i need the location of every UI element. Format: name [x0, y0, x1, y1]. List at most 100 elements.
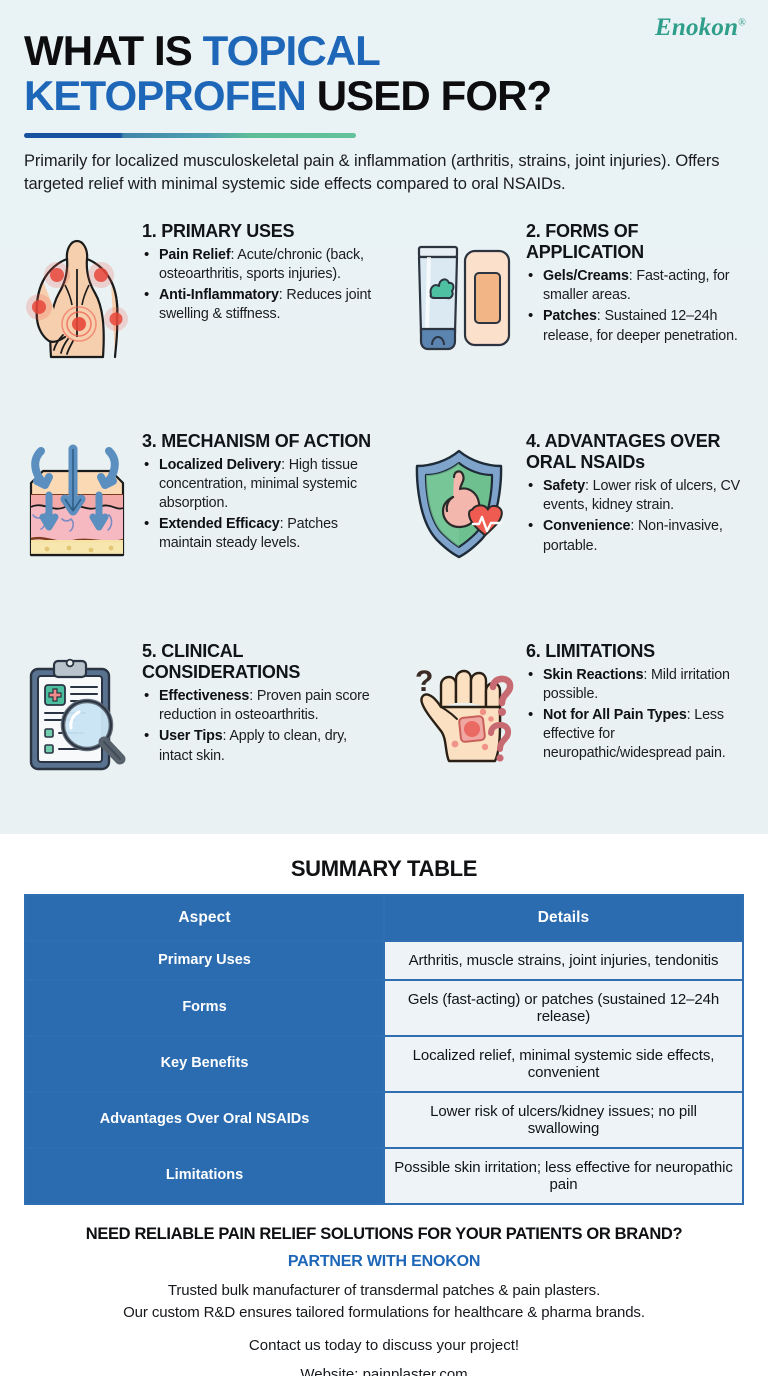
cell-details: Lower risk of ulcers/kidney issues; no p… [384, 1092, 743, 1149]
svg-text:?: ? [415, 665, 433, 698]
bullet-term: Convenience [543, 518, 631, 535]
card-bullet: Gels/Creams: Fast-acting, for smaller ar… [528, 266, 758, 305]
gel-tube-and-patch-icon [402, 219, 520, 359]
enokon-logo: Enokon® [655, 14, 746, 42]
card-forms-of-application: 2. FORMS OF APPLICATION Gels/Creams: Fas… [384, 213, 768, 423]
card-heading: 2. FORMS OF APPLICATION [526, 220, 644, 262]
bullet-text: : Proven pain score reduction in osteoar… [159, 688, 370, 724]
summary-table: Aspect Details Primary Uses Arthritis, m… [24, 893, 744, 1206]
title-part-accent-2: KETOPROFEN [24, 72, 307, 120]
card-primary-uses: 1. PRIMARY USES Pain Relief: Acute/chron… [0, 213, 384, 423]
bullet-text: : Less effective for neuropathic/widespr… [543, 707, 726, 762]
card-bullet: Pain Relief: Acute/chronic (back, osteoa… [144, 245, 374, 284]
card-heading: 3. MECHANISM OF ACTION [142, 430, 371, 451]
cta-subhead: PARTNER WITH ENOKON [287, 1253, 481, 1271]
cell-aspect: Key Benefits [25, 1036, 384, 1093]
table-row: Advantages Over Oral NSAIDs Lower risk o… [25, 1092, 743, 1149]
title-part-plain-2: USED FOR? [305, 72, 552, 120]
back-pain-body-icon [18, 219, 136, 359]
bullet-term: Not for All Pain Types [543, 707, 687, 724]
card-mechanism-of-action: 3. MECHANISM OF ACTION Localized Deliver… [0, 423, 384, 633]
cta-headline: NEED RELIABLE PAIN RELIEF SOLUTIONS FOR … [85, 1225, 683, 1244]
bullet-term: Localized Delivery [159, 456, 282, 473]
bullet-term: Extended Efficacy [159, 516, 280, 533]
bullet-text: : Fast-acting, for smaller areas. [543, 268, 730, 304]
card-bullet-list: Localized Delivery: High tissue concentr… [142, 455, 374, 554]
card-bullet: Patches: Sustained 12–24h release, for d… [528, 306, 758, 345]
card-heading: 1. PRIMARY USES [142, 220, 295, 241]
bullet-text: : Mild irritation possible. [543, 666, 730, 702]
bullet-text: : Non-invasive, portable. [543, 518, 723, 554]
cta-line-1: Trusted bulk manufacturer of transdermal… [167, 1282, 601, 1300]
card-bullet: Not for All Pain Types: Less effective f… [528, 705, 758, 763]
card-bullet: Skin Reactions: Mild irritation possible… [528, 665, 758, 704]
card-bullet-list: Skin Reactions: Mild irritation possible… [526, 665, 758, 764]
table-body: Primary Uses Arthritis, muscle strains, … [25, 940, 743, 1205]
cta-block: NEED RELIABLE PAIN RELIEF SOLUTIONS FOR … [24, 1225, 744, 1376]
bullet-term: Safety [543, 478, 586, 495]
bullet-term: Gels/Creams [543, 268, 629, 285]
bullet-term: Patches [543, 308, 597, 325]
card-bullet-list: Gels/Creams: Fast-acting, for smaller ar… [526, 266, 758, 346]
card-bullet: Localized Delivery: High tissue concentr… [144, 455, 374, 513]
cell-details: Arthritis, muscle strains, joint injurie… [384, 940, 743, 981]
cell-aspect: Forms [25, 980, 384, 1037]
title-line-2: KETOPROFEN USED FOR? [24, 72, 552, 120]
card-clinical-considerations: 5. CLINICAL CONSIDERATIONS Effectiveness… [0, 633, 384, 828]
hand-rash-question-icon: ? [402, 639, 520, 779]
bullet-term: Effectiveness [159, 688, 250, 705]
card-limitations: ? 6. LIMITATIONS Skin Reactions: Mild ir… [384, 633, 768, 828]
card-heading: 5. CLINICAL CONSIDERATIONS [142, 640, 301, 682]
card-body: 2. FORMS OF APPLICATION Gels/Creams: Fas… [520, 219, 758, 348]
table-row: Primary Uses Arthritis, muscle strains, … [25, 940, 743, 981]
card-bullet-list: Safety: Lower risk of ulcers, CV events,… [526, 476, 758, 556]
bullet-term: User Tips [159, 728, 223, 745]
column-header-aspect: Aspect [25, 894, 384, 941]
header-and-cards-section: Enokon® WHAT IS TOPICAL KETOPROFEN USED … [0, 0, 768, 834]
cell-aspect: Advantages Over Oral NSAIDs [25, 1092, 384, 1149]
bullet-text: : Lower risk of ulcers, CV events, kidne… [543, 478, 741, 514]
title-part-accent-1: TOPICAL [202, 27, 381, 74]
summary-table-title: SUMMARY TABLE [290, 855, 478, 881]
card-heading: 4. ADVANTAGES OVER ORAL NSAIDs [526, 430, 721, 472]
card-bullet: Effectiveness: Proven pain score reducti… [144, 686, 374, 725]
brand-name: Enokon [655, 14, 739, 41]
cta-line-2: Our custom R&D ensures tailored formulat… [123, 1303, 645, 1321]
clipboard-magnifier-icon [18, 639, 136, 779]
summary-and-cta-section: SUMMARY TABLE Aspect Details Primary Use… [0, 833, 768, 1376]
page-title: WHAT IS TOPICAL KETOPROFEN USED FOR? [0, 0, 768, 119]
table-row: Forms Gels (fast-acting) or patches (sus… [25, 980, 743, 1037]
bullet-text: : Sustained 12–24h release, for deeper p… [543, 308, 738, 344]
cards-grid: 1. PRIMARY USES Pain Relief: Acute/chron… [0, 213, 768, 828]
bullet-text: : High tissue concentration, minimal sys… [159, 456, 358, 512]
card-body: 4. ADVANTAGES OVER ORAL NSAIDs Safety: L… [520, 429, 758, 558]
table-head: Aspect Details [25, 894, 743, 941]
bullet-term: Pain Relief [159, 246, 231, 263]
title-part-plain-1: WHAT IS [24, 27, 203, 74]
cta-contact-line: Contact us today to discuss your project… [248, 1336, 520, 1354]
bullet-term: Skin Reactions [543, 666, 644, 683]
card-advantages-over-oral-nsaids: 4. ADVANTAGES OVER ORAL NSAIDs Safety: L… [384, 423, 768, 633]
cell-aspect: Primary Uses [25, 940, 384, 981]
cta-website[interactable]: Website: painplaster.com [300, 1365, 468, 1376]
card-bullet: Safety: Lower risk of ulcers, CV events,… [528, 476, 758, 515]
cell-details: Possible skin irritation; less effective… [384, 1148, 743, 1205]
table-row: Limitations Possible skin irritation; le… [25, 1148, 743, 1205]
bullet-text: : Patches maintain steady levels. [159, 516, 338, 552]
bullet-text: : Reduces joint swelling & stiffness. [159, 287, 372, 323]
card-bullet: Extended Efficacy: Patches maintain stea… [144, 514, 374, 553]
card-bullet-list: Pain Relief: Acute/chronic (back, osteoa… [142, 245, 374, 325]
cell-aspect: Limitations [25, 1148, 384, 1205]
cell-details: Gels (fast-acting) or patches (sustained… [384, 980, 743, 1037]
card-heading: 6. LIMITATIONS [526, 640, 655, 661]
bullet-term: Anti-Inflammatory [159, 287, 279, 304]
registered-mark: ® [738, 17, 746, 29]
table-header-row: Aspect Details [25, 894, 743, 941]
card-body: 3. MECHANISM OF ACTION Localized Deliver… [136, 429, 374, 556]
card-bullet: User Tips: Apply to clean, dry, intact s… [144, 726, 374, 765]
card-bullet: Convenience: Non-invasive, portable. [528, 516, 758, 555]
card-body: 6. LIMITATIONS Skin Reactions: Mild irri… [520, 639, 758, 766]
bullet-text: : Acute/chronic (back, osteoarthritis, s… [159, 246, 364, 282]
table-row: Key Benefits Localized relief, minimal s… [25, 1036, 743, 1093]
